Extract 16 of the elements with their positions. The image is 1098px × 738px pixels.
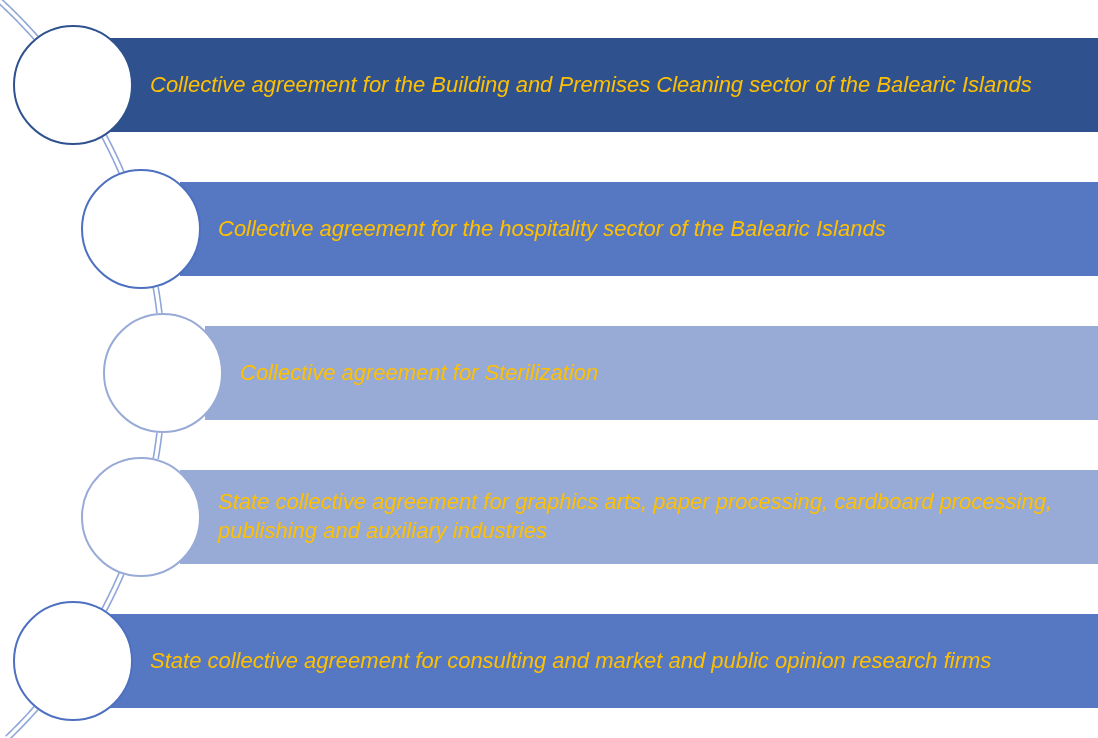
agreement-title: Collective agreement for Sterilization [240,358,599,387]
curved-connector [101,134,125,175]
list-bar [180,182,1098,276]
list-bar [180,470,1098,564]
curved-connector [4,705,39,738]
curved-connector [0,0,39,41]
list-bar [110,38,1098,132]
agreement-title: Collective agreement for the hospitality sector of the Balearic Islands [218,214,886,243]
curved-connector [101,571,125,612]
list-bar [205,326,1098,420]
agreement-title: State collective agreement for graphics arts, paper processing, cardboard processing, publishing and auxiliary industries [218,488,1053,545]
curved-connector [152,286,163,315]
agreement-title: Collective agreement for the Building and Premises Cleaning sector of the Balearic Islands [150,70,1032,99]
agreement-title: State collective agreement for consulting and market and public opinion research firms [150,646,992,675]
curved-connector [152,431,163,460]
list-bar [110,614,1098,708]
